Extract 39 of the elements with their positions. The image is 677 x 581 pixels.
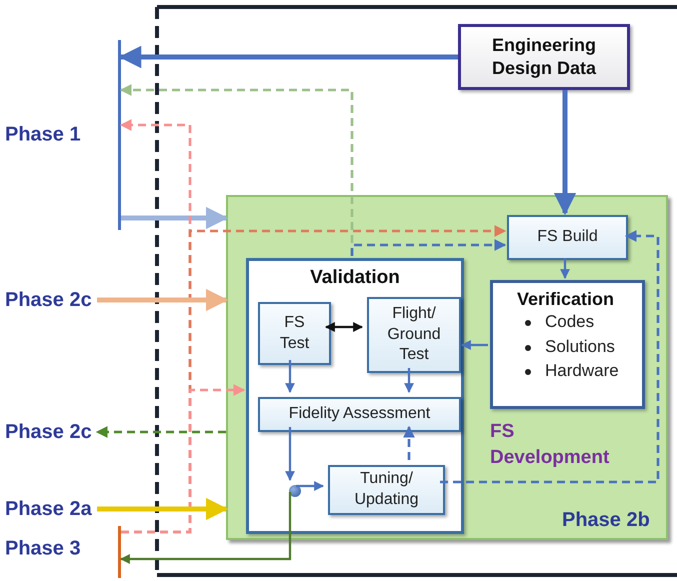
dashed-arrow [350,239,506,256]
box-heading: Verification [517,289,616,310]
phase-label: Phase 3 [5,538,81,561]
phase-label: Phase 2a [5,494,97,524]
phase-panel [226,195,668,540]
double-arrow [325,322,363,332]
phase-label: Phase 1 [5,124,81,146]
dashed-arrow [96,426,226,438]
arrow [404,368,414,393]
panel-title: FS Development [490,420,610,470]
arrow [461,340,488,350]
arrow [118,46,458,68]
process-box [490,280,645,409]
bullet-item: Hardware [545,360,620,382]
phase-label: Phase 2c [5,285,97,315]
dashed-arrow [440,230,660,484]
arrow [285,427,295,481]
bullet-item: Solutions [545,336,616,358]
arrow [554,90,576,216]
panel-title: Validation [309,267,401,289]
process-box: Tuning/ Updating [328,465,445,515]
arrow [285,360,295,393]
phase-label: Phase 2c [5,417,97,447]
phase-label: Phase 2b [562,508,651,533]
arrow [97,288,228,312]
arrow [120,492,292,564]
process-box: FS Test [258,302,331,365]
bullet-item: Codes [545,311,596,333]
dashed-arrow [121,384,246,534]
dashed-arrow [403,426,415,460]
validation-panel [246,258,464,534]
arrow [97,498,228,520]
process-box: FS Build [507,215,628,260]
arrow [296,481,324,491]
arrow [121,206,228,230]
arrow [560,258,570,279]
process-box: Fidelity Assessment [258,397,461,432]
data-source-box: Engineering Design Data [458,24,630,90]
process-box: Flight/ Ground Test [367,297,461,373]
